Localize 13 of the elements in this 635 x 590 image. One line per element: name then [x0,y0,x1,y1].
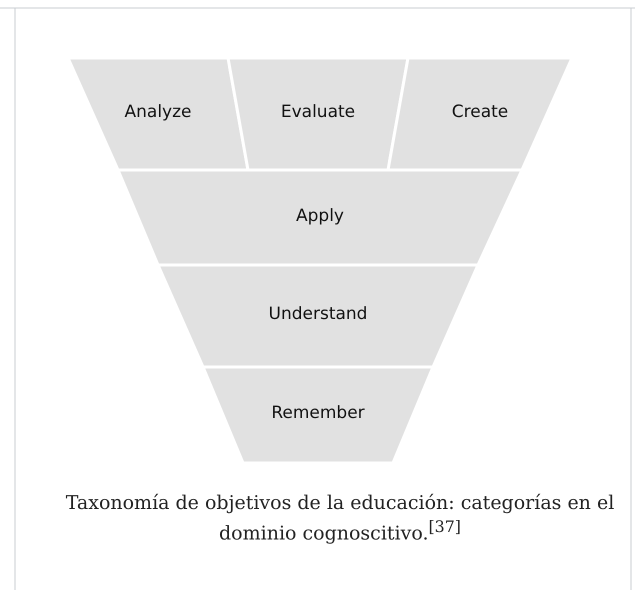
caption: Taxonomía de objetivos de la educación: categorías en el dominio cognoscitivo.$^{[37]}$ [64,492,616,546]
pyramid-segment [228,58,408,170]
segment-label: Remember [270,403,366,423]
pyramid-segment [158,265,478,367]
pyramid-segment [68,58,248,170]
segment-label: Apply [295,206,345,226]
segment-label: Create [450,102,510,122]
pyramid-segment [203,367,433,463]
segment-label: Analyze [124,102,192,122]
pyramid-segment [388,58,572,170]
segment-label: Understand [268,304,368,324]
pyramid-segment [118,170,522,265]
segment-label: Evaluate [280,102,356,122]
